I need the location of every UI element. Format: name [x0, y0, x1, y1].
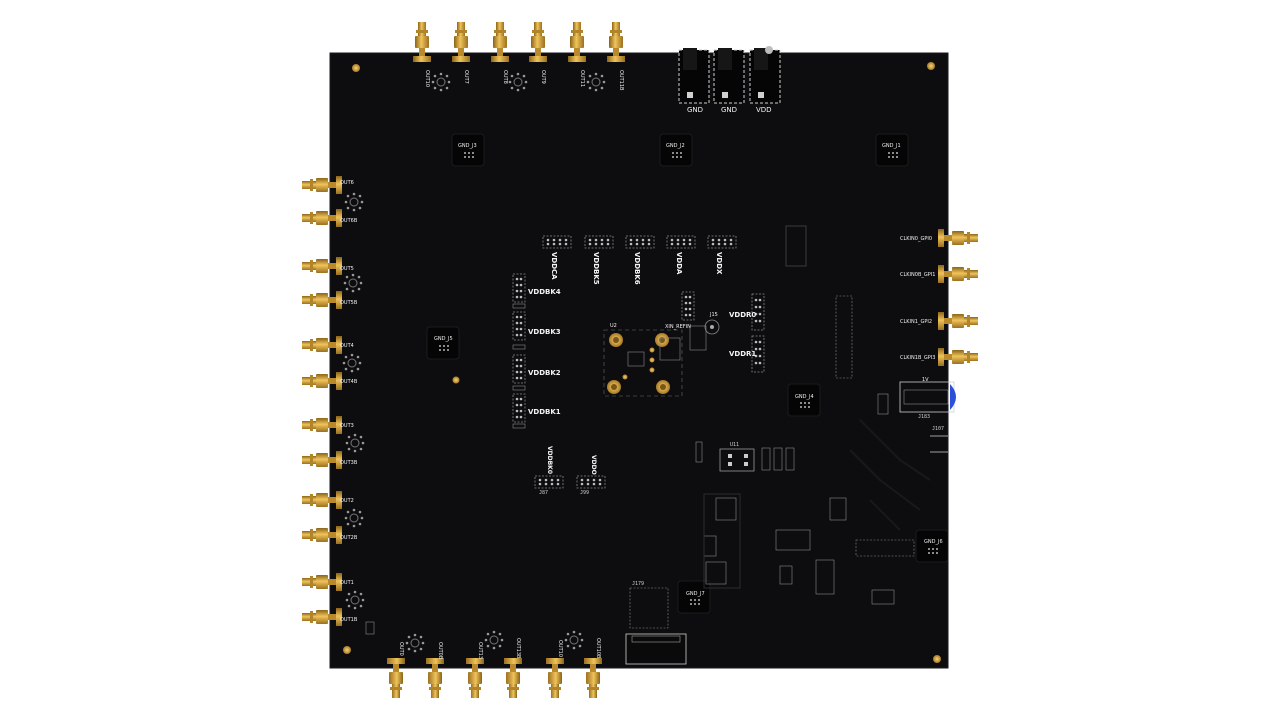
- j179-connector: [625, 587, 687, 665]
- gnd-pad-label: GND_J4: [795, 394, 814, 400]
- top-output-label: OUT11: [579, 70, 585, 87]
- pcb-board: [330, 53, 948, 668]
- gnd-pad: [426, 326, 460, 360]
- vddr-headers: [681, 291, 765, 373]
- bottom-output-label: OUT10: [557, 640, 563, 657]
- ref-j87: J87: [539, 490, 548, 496]
- ref-xin-refin: XIN_REFIN: [665, 324, 691, 330]
- gnd-pad-label: GND_J2: [666, 143, 685, 149]
- left-output-label: OUT4B: [340, 379, 358, 385]
- rail-label-vddr0: VDDR0: [729, 311, 756, 319]
- mounting-hole: [452, 376, 460, 384]
- right-input-labels: CLKIN0_GPI0 CLKIN0B_GPI1 CLKIN1_GPI2 CLK…: [900, 236, 935, 361]
- rail-label-vdda: VDDA: [675, 252, 683, 275]
- top-rail-labels: VDDCA VDDBK5 VDDBK6 VDDA VDDX: [550, 252, 723, 285]
- rail-label-vddbk5: VDDBK5: [592, 252, 600, 285]
- bottom-output-label: OUT13: [477, 642, 483, 659]
- mounting-hole: [352, 64, 360, 72]
- power-label-gnd: GND: [687, 106, 703, 114]
- power-jack-block: [678, 46, 781, 104]
- ref-j107: J107: [932, 426, 944, 432]
- rail-label-vddbk0: VDDBK0: [546, 446, 553, 474]
- gnd-pad-label: GND_J6: [924, 539, 943, 545]
- ref-j99: J99: [580, 490, 589, 496]
- gnd-pad: [875, 133, 909, 167]
- power-label-vdd: VDD: [756, 106, 772, 114]
- right-input-label: CLKIN1_GPI2: [900, 319, 932, 325]
- left-output-label: OUT5B: [340, 300, 358, 306]
- left-output-label: OUT1B: [340, 617, 358, 623]
- right-input-label: CLKIN0_GPI0: [900, 236, 932, 242]
- gnd-pad: [659, 133, 693, 167]
- power-label-gnd: GND: [721, 106, 737, 114]
- rail-label-vddbk1: VDDBK1: [528, 408, 561, 416]
- mounting-hole: [343, 646, 351, 654]
- mounting-hole: [927, 62, 935, 70]
- left-output-label: OUT6: [340, 180, 354, 186]
- left-output-label: OUT2B: [340, 535, 358, 541]
- left-output-labels: OUT6 OUT6B OUT5 OUT5B OUT4 OUT4B OUT3 OU…: [340, 180, 358, 623]
- ref-j15: J15: [709, 312, 718, 318]
- top-output-labels: OUT10 OUT7 OUT8 OUT9 OUT11 OUT11B: [424, 70, 624, 91]
- right-input-label: CLKIN1B_GPI3: [900, 355, 935, 361]
- top-output-label: OUT7: [463, 70, 469, 84]
- left-output-label: OUT4: [340, 343, 354, 349]
- left-output-label: OUT3: [340, 423, 354, 429]
- right-input-label: CLKIN0B_GPI1: [900, 272, 935, 278]
- bottom-output-labels: OUT0 OUT0B OUT13 OUT13B OUT10 OUT10B: [398, 638, 601, 660]
- top-output-label: OUT8: [502, 70, 508, 84]
- ref-1v: 1V: [922, 377, 929, 383]
- crystal-footprint: [704, 319, 720, 335]
- pcb-traces: [849, 419, 931, 531]
- left-output-label: OUT3B: [340, 460, 358, 466]
- rail-label-vddbk4: VDDBK4: [528, 288, 561, 296]
- gnd-pad-label: GND_J5: [434, 336, 453, 342]
- top-output-label: OUT9: [540, 70, 546, 84]
- gnd-pad: [787, 383, 821, 417]
- bottom-output-label: OUT0: [398, 642, 404, 656]
- rail-label-vddr1: VDDR1: [729, 350, 756, 358]
- rail-label-vddx: VDDX: [715, 252, 723, 275]
- mounting-hole: [933, 655, 941, 663]
- bottom-output-label: OUT0B: [437, 642, 443, 660]
- bottom-output-label: OUT13B: [515, 638, 521, 659]
- gnd-pad: [915, 529, 949, 563]
- ref-j179: J179: [632, 581, 644, 587]
- top-output-label: OUT11B: [618, 70, 624, 91]
- bottom-output-label: OUT10B: [595, 638, 601, 659]
- ref-u2: U2: [610, 323, 617, 329]
- rail-label-vddbk6: VDDBK6: [633, 252, 641, 285]
- left-power-headers: [512, 273, 526, 429]
- rail-label-vddo: VDDO: [590, 455, 597, 475]
- top-output-label: OUT10: [424, 70, 430, 87]
- gnd-pad: [677, 580, 711, 614]
- rail-label-vddbk2: VDDBK2: [528, 369, 561, 377]
- gnd-pad: [451, 133, 485, 167]
- rail-label-vddca: VDDCA: [550, 252, 558, 280]
- gnd-pad-label: GND_J7: [686, 591, 705, 597]
- gnd-pad-label: GND_J3: [458, 143, 477, 149]
- ref-j183: J183: [918, 414, 930, 420]
- left-output-label: OUT1: [340, 580, 354, 586]
- clock-ic-area: [603, 325, 707, 397]
- misc-components: [365, 225, 915, 635]
- switch-block: [899, 381, 956, 453]
- left-rail-labels: VDDBK4 VDDBK3 VDDBK2 VDDBK1: [528, 288, 561, 416]
- left-output-label: OUT6B: [340, 218, 358, 224]
- left-output-label: OUT5: [340, 266, 354, 272]
- gnd-pad-label: GND_J1: [882, 143, 901, 149]
- ref-u11: U11: [730, 442, 739, 448]
- left-output-label: OUT2: [340, 498, 354, 504]
- rail-label-vddbk3: VDDBK3: [528, 328, 561, 336]
